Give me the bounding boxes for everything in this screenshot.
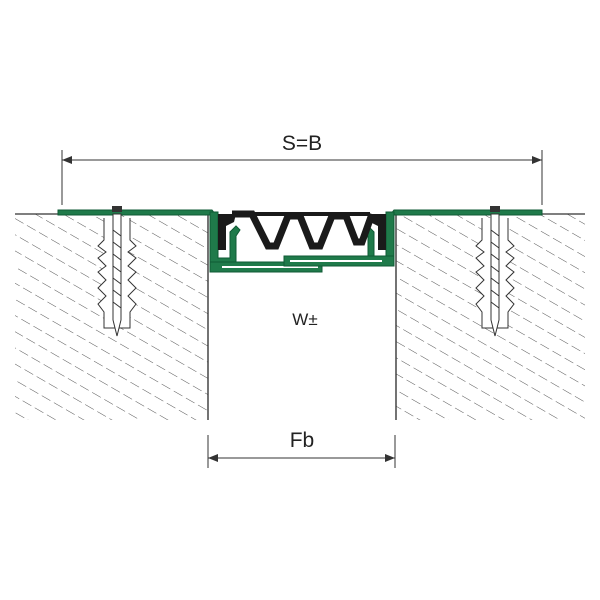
elastomer-seal	[218, 210, 386, 250]
right-screw-icon	[490, 206, 500, 337]
movement-label: W±	[292, 310, 317, 329]
left-aluminium-profile	[57, 209, 323, 273]
overall-width-dimension: S=B	[61, 132, 543, 205]
overall-width-label: S=B	[282, 132, 322, 155]
left-screw-icon	[112, 206, 122, 337]
gap-width-dimension: Fb	[207, 429, 396, 468]
right-aluminium-profile	[283, 209, 543, 267]
gap-width-label: Fb	[290, 429, 315, 452]
